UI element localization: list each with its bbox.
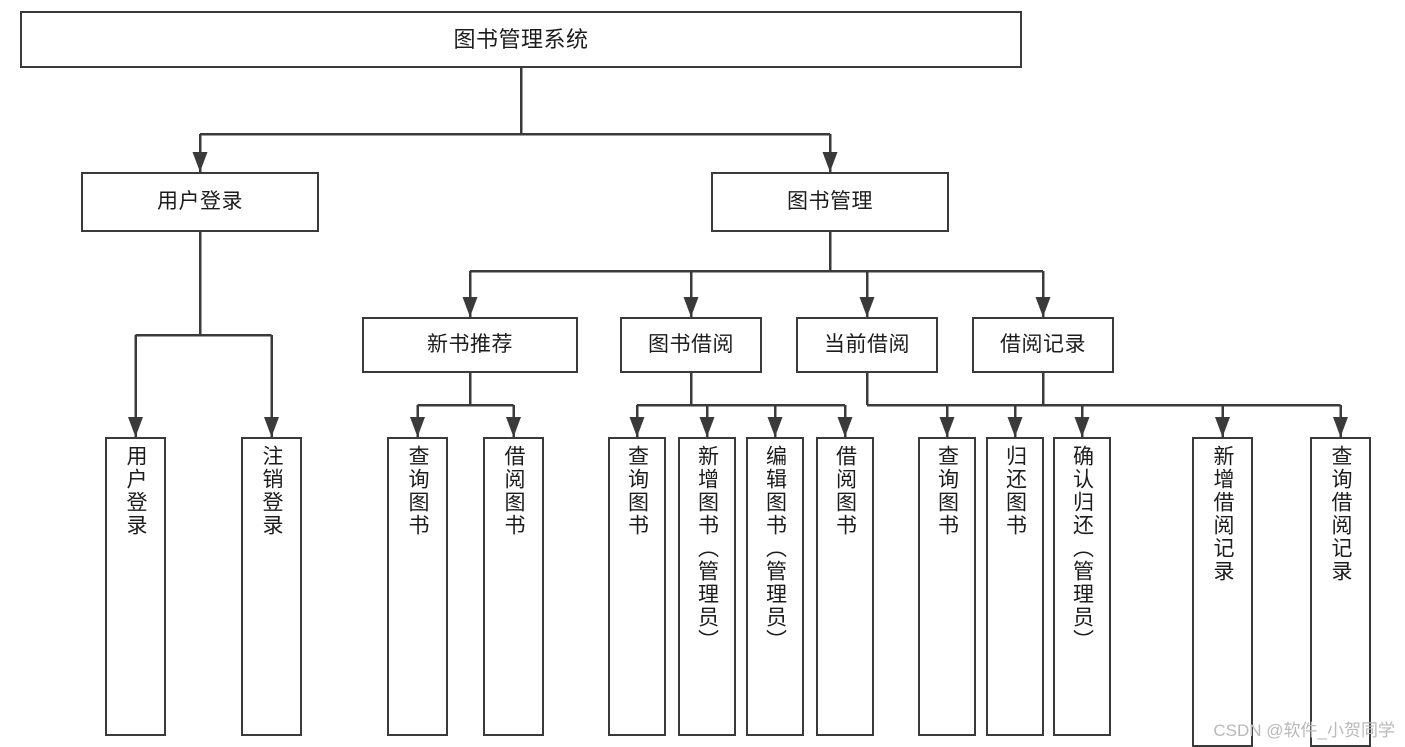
node-label: 归还图书 xyxy=(1003,445,1027,537)
node-label: 确认归还（管理员） xyxy=(1070,445,1094,652)
arrowhead-icon-leaf-query-book-2 xyxy=(629,417,645,437)
node-label: 图书管理系统 xyxy=(453,26,589,52)
node-borrow-record[interactable]: 借阅记录 xyxy=(972,317,1114,373)
arrowhead-icon-leaf-query-book-3 xyxy=(939,417,955,437)
node-leaf-return-book[interactable]: 归还图书 xyxy=(986,437,1044,736)
node-label: 查询借阅记录 xyxy=(1329,445,1352,583)
node-leaf-borrow-book-1[interactable]: 借阅图书 xyxy=(483,437,544,736)
node-leaf-user-logout[interactable]: 注销登录 xyxy=(241,437,302,736)
node-label: 借阅图书 xyxy=(502,445,525,537)
node-leaf-query-record[interactable]: 查询借阅记录 xyxy=(1310,437,1371,747)
arrowhead-icon-leaf-query-book-1 xyxy=(410,417,425,437)
node-label: 图书管理 xyxy=(787,189,873,213)
node-label: 用户登录 xyxy=(157,189,243,213)
arrowhead-icon-user-login xyxy=(192,152,208,172)
arrowhead-icon-leaf-add-record xyxy=(1215,417,1230,437)
node-book-borrow[interactable]: 图书借阅 xyxy=(620,317,762,373)
arrowhead-icon-leaf-edit-book xyxy=(767,417,783,437)
node-label: 编辑图书（管理员） xyxy=(763,445,787,652)
node-leaf-confirm-return[interactable]: 确认归还（管理员） xyxy=(1053,437,1111,736)
arrowhead-icon-leaf-borrow-book-1 xyxy=(506,417,521,437)
node-leaf-query-book-3[interactable]: 查询图书 xyxy=(918,437,976,736)
arrowhead-icon-borrow-record xyxy=(1035,297,1051,317)
node-leaf-add-record[interactable]: 新增借阅记录 xyxy=(1192,437,1253,747)
arrowhead-icon-leaf-add-book xyxy=(699,417,715,437)
node-leaf-edit-book[interactable]: 编辑图书（管理员） xyxy=(746,437,804,736)
node-leaf-query-book-2[interactable]: 查询图书 xyxy=(608,437,666,736)
arrowhead-icon-leaf-confirm-return xyxy=(1074,417,1090,437)
node-label: 当前借阅 xyxy=(824,332,910,356)
arrowhead-icon-current-borrow xyxy=(859,297,875,317)
node-current-borrow[interactable]: 当前借阅 xyxy=(796,317,938,373)
node-leaf-user-login[interactable]: 用户登录 xyxy=(105,437,166,736)
node-label: 借阅图书 xyxy=(833,445,857,537)
node-label: 图书借阅 xyxy=(648,332,734,356)
arrowhead-icon-book-borrow xyxy=(683,297,699,317)
node-leaf-query-book-1[interactable]: 查询图书 xyxy=(387,437,448,736)
node-label: 借阅记录 xyxy=(1000,332,1086,356)
node-label: 新增借阅记录 xyxy=(1211,445,1234,583)
node-label: 用户登录 xyxy=(124,445,147,537)
node-label: 注销登录 xyxy=(260,445,283,537)
arrowhead-icon-leaf-return-book xyxy=(1007,417,1023,437)
arrowhead-icon-leaf-user-logout xyxy=(264,417,279,437)
node-label: 查询图书 xyxy=(935,445,959,537)
node-label: 查询图书 xyxy=(625,445,649,537)
node-leaf-add-book[interactable]: 新增图书（管理员） xyxy=(678,437,736,736)
node-book-manage[interactable]: 图书管理 xyxy=(711,172,949,232)
node-leaf-borrow-book-2[interactable]: 借阅图书 xyxy=(816,437,874,736)
arrowhead-icon-leaf-borrow-book-2 xyxy=(837,417,853,437)
arrowhead-icon-book-manage xyxy=(822,152,838,172)
node-root[interactable]: 图书管理系统 xyxy=(20,11,1022,68)
node-label: 新书推荐 xyxy=(427,332,513,356)
arrowhead-icon-leaf-user-login xyxy=(128,417,143,437)
node-label: 查询图书 xyxy=(406,445,429,537)
node-user-login[interactable]: 用户登录 xyxy=(81,172,319,232)
node-label: 新增图书（管理员） xyxy=(695,445,719,652)
arrowhead-icon-leaf-query-record xyxy=(1333,417,1348,437)
arrowhead-icon-new-book-rec xyxy=(462,297,478,317)
node-new-book-rec[interactable]: 新书推荐 xyxy=(362,317,578,373)
